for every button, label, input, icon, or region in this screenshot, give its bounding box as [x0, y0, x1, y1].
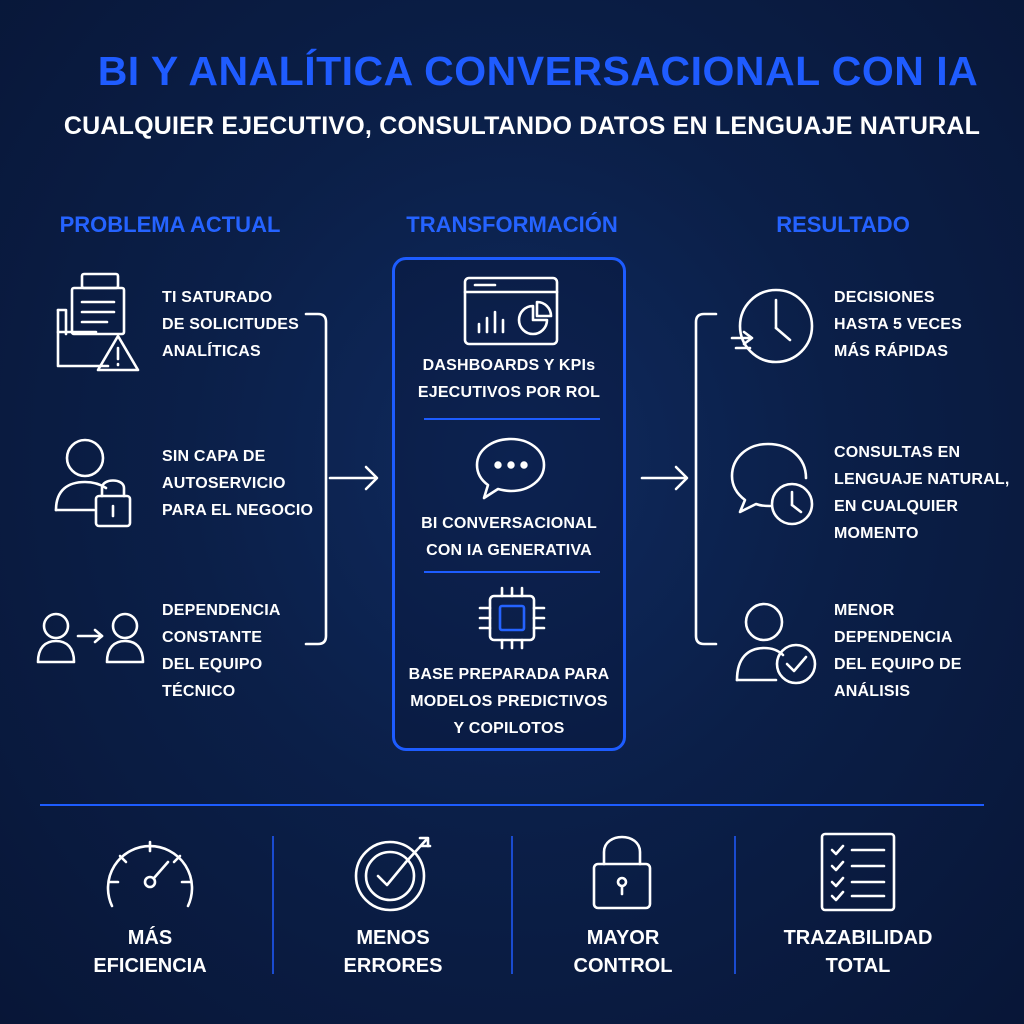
heading-transformation: TRANSFORMACIÓN: [406, 212, 618, 237]
problem-item-2: SIN CAPA DE AUTOSERVICIO PARA EL NEGOCIO: [162, 448, 314, 519]
page-subtitle: CUALQUIER EJECUTIVO, CONSULTANDO DATOS E…: [63, 112, 981, 140]
transformation-divider-1: [424, 418, 600, 420]
page-title: BI Y ANALÍTICA CONVERSACIONAL CON IA: [97, 48, 979, 94]
result-item-3: MENOR DEPENDENCIA DEL EQUIPO DE ANÁLISIS: [834, 602, 962, 700]
problem-item-3: DEPENDENCIA CONSTANTE DEL EQUIPO TÉCNICO: [162, 602, 281, 700]
user-check-icon: [735, 602, 817, 685]
chip-icon: [478, 586, 546, 650]
fast-clock-icon: [730, 288, 814, 364]
section-divider: [40, 804, 984, 806]
heading-problem: PROBLEMA ACTUAL: [59, 212, 281, 237]
benefit-label-2: MENOS ERRORES: [343, 927, 443, 977]
user-lock-icon: [54, 438, 132, 528]
padlock-icon: [592, 835, 652, 910]
transformation-item-1: DASHBOARDS Y KPIs EJECUTIVOS POR ROL: [417, 357, 601, 401]
benefit-divider-1: [272, 836, 274, 974]
checklist-icon: [820, 832, 896, 912]
bracket-arrow-right: [640, 312, 718, 646]
transformation-divider-2: [424, 571, 600, 573]
benefit-divider-2: [511, 836, 513, 974]
target-check-icon: [354, 836, 432, 912]
inbox-warning-icon: [56, 272, 140, 372]
chat-bubble-icon: [475, 437, 546, 500]
user-dependency-icon: [36, 612, 145, 664]
dashboard-icon: [463, 276, 559, 346]
result-item-2: CONSULTAS EN LENGUAJE NATURAL, EN CUALQU…: [834, 444, 1010, 542]
problem-item-1: TI SATURADO DE SOLICITUDES ANALÍTICAS: [162, 289, 300, 360]
transformation-item-2: BI CONVERSACIONAL CON IA GENERATIVA: [421, 515, 597, 559]
transformation-item-3: BASE PREPARADA PARA MODELOS PREDICTIVOS …: [408, 666, 610, 737]
speedometer-icon: [106, 840, 194, 908]
bracket-arrow-left: [304, 312, 379, 646]
benefit-label-3: MAYOR CONTROL: [573, 927, 673, 977]
benefit-label-4: TRAZABILIDAD TOTAL: [783, 927, 933, 977]
benefit-label-1: MÁS EFICIENCIA: [93, 927, 207, 977]
chat-clock-icon: [730, 442, 814, 526]
transformation-box: [392, 257, 626, 751]
benefit-divider-3: [734, 836, 736, 974]
result-item-1: DECISIONES HASTA 5 VECES MÁS RÁPIDAS: [834, 289, 962, 360]
heading-result: RESULTADO: [776, 212, 910, 237]
